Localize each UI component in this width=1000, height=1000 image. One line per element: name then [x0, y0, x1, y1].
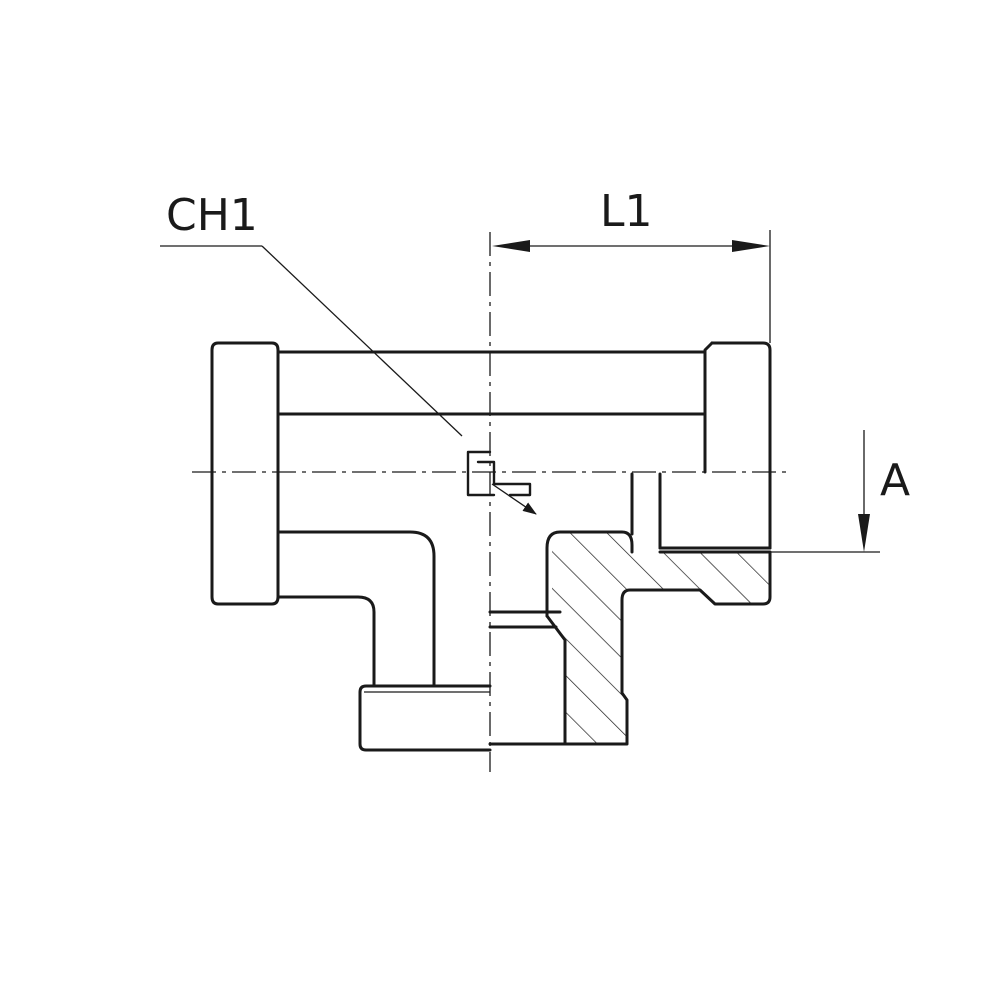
hex-symbol-icon [466, 450, 532, 497]
a-dimension [770, 430, 880, 553]
left-end-nut [210, 341, 280, 606]
section-hatching [545, 530, 772, 746]
l1-dimension [492, 230, 771, 343]
tee-body-outline [276, 350, 772, 746]
right-end-nut [703, 341, 772, 550]
centerlines [192, 232, 792, 772]
a-label: A [880, 455, 910, 506]
ch1-label: CH1 [166, 190, 258, 241]
ch1-leader [160, 245, 537, 515]
l1-label: L1 [600, 186, 653, 237]
bottom-end-nut [358, 684, 492, 752]
